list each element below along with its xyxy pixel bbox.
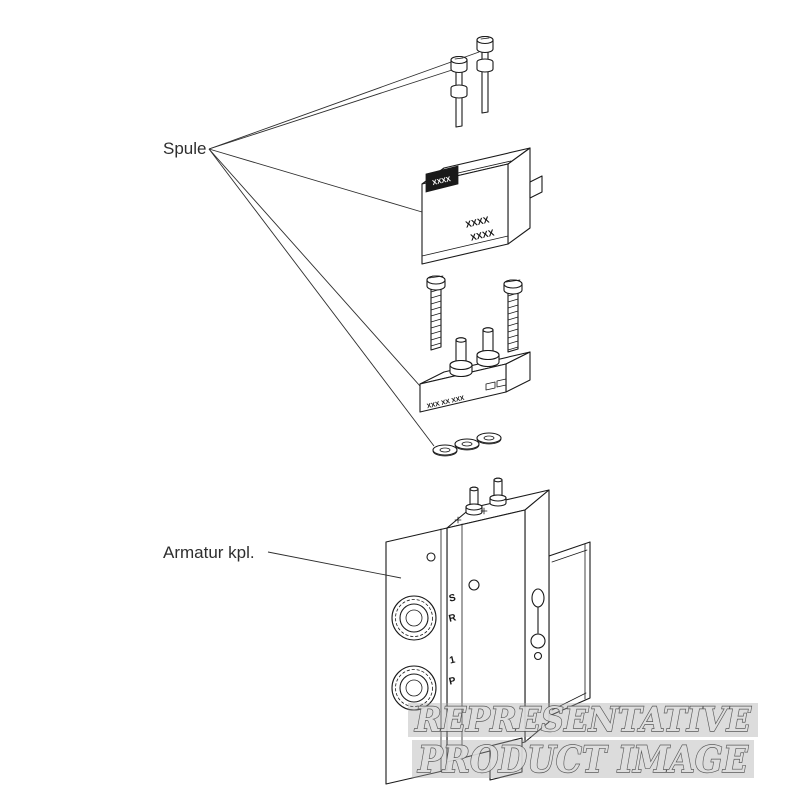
- screw-collar: [476, 58, 494, 73]
- watermark-line-1: REPRESENTATIVE: [414, 700, 752, 740]
- pilot-mechanism: [530, 588, 546, 661]
- front-hole: [468, 579, 480, 591]
- washer-2: [454, 438, 480, 451]
- pilot-hole: [426, 552, 436, 562]
- bottom-tab: [489, 737, 523, 781]
- mounting-screw-left: [426, 275, 446, 351]
- coil-right-face: [507, 147, 531, 245]
- port-letter-1: 1: [448, 654, 456, 666]
- top-pin-left: [465, 486, 483, 516]
- coil-spule: XXXX XXXX XXXX: [421, 147, 543, 265]
- armatur-callout: [267, 551, 402, 579]
- adapter-port-symbols: [485, 378, 507, 391]
- thread-hatching: [430, 288, 442, 347]
- port-1: [391, 595, 437, 641]
- thread-hatching: [507, 292, 519, 351]
- port-letter-r: R: [448, 612, 458, 625]
- washer-3: [476, 432, 502, 445]
- port-2: [391, 665, 437, 711]
- coil-side-tab: [529, 175, 543, 199]
- watermark-band-1: [408, 703, 758, 737]
- top-pin-right: [489, 477, 507, 507]
- side-bracket-plate: [548, 541, 591, 717]
- top-screw-right: [476, 35, 494, 114]
- coil-connector-patch: [425, 165, 459, 193]
- screw-collar: [450, 84, 468, 99]
- armatur-label: Armatur kpl.: [163, 543, 255, 562]
- port-plate: [385, 527, 448, 785]
- mounting-screw-right: [503, 279, 523, 353]
- spule-label: Spule: [163, 139, 206, 158]
- adapter-plate: XXX XX XXX: [419, 327, 531, 413]
- watermark: REPRESENTATIVE PRODUCT IMAGE: [408, 699, 758, 782]
- adapter-front-face: [419, 363, 507, 413]
- coil-connector-text: XXXX: [432, 176, 452, 187]
- washer-1: [432, 444, 458, 457]
- valve-body-armatur: S R 1 P: [385, 477, 591, 785]
- guide-pin-right: [476, 327, 500, 368]
- guide-pin-left: [449, 337, 473, 378]
- watermark-line-2: PRODUCT IMAGE: [417, 739, 748, 781]
- coil-front-face: [421, 163, 509, 265]
- port-letter-s: S: [448, 592, 457, 604]
- spule-callout: [208, 51, 480, 447]
- top-screw-left: [450, 55, 468, 128]
- watermark-band-2: [412, 740, 754, 778]
- top-thread-holes: [454, 507, 488, 524]
- port-letter-p: P: [448, 675, 457, 687]
